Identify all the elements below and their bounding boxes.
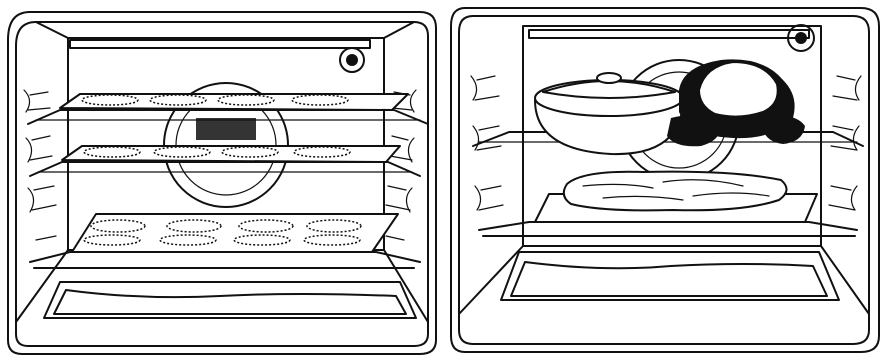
cookie-icon: [167, 220, 221, 232]
bottom-pan: [501, 252, 839, 300]
left-rack-supports: [24, 90, 56, 240]
oven-two-racks-roast-icon: [443, 0, 885, 359]
cookie-icon: [91, 220, 145, 232]
cookie-icon: [239, 220, 293, 232]
cookie-icon: [150, 95, 206, 105]
cookie-icon: [160, 235, 216, 245]
cookie-icon: [304, 235, 360, 245]
bottom-pan: [44, 282, 416, 318]
oven-three-racks-cookies-icon: [0, 0, 442, 359]
oven-left-panel: [0, 0, 442, 359]
oven-outer-frame: [8, 12, 436, 354]
oven-inner-frame: [16, 22, 428, 346]
broil-element: [70, 40, 370, 48]
cookie-icon: [82, 95, 138, 105]
cookie-icon: [84, 147, 140, 157]
cookie-icon: [292, 95, 348, 105]
cookie-icon: [84, 235, 140, 245]
cookie-icon: [218, 95, 274, 105]
bread-loaf-icon: [564, 172, 787, 211]
cookie-icon: [307, 220, 361, 232]
cookie-icon: [234, 235, 290, 245]
oven-right-panel: [443, 0, 885, 359]
cookie-icon: [154, 147, 210, 157]
broil-element: [529, 30, 809, 38]
left-rack-supports: [471, 76, 503, 210]
cookie-icon: [294, 147, 350, 157]
cookie-icon: [222, 147, 278, 157]
